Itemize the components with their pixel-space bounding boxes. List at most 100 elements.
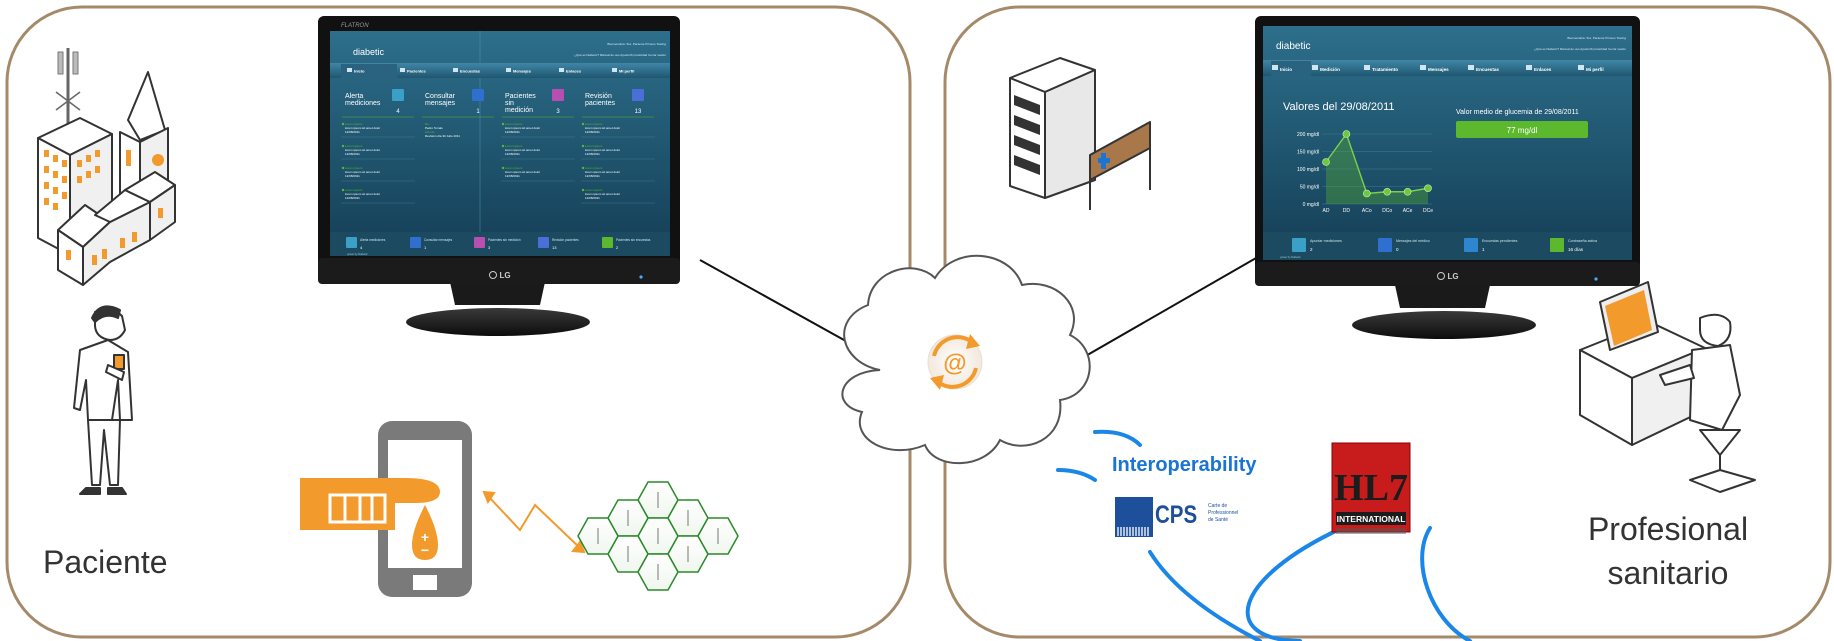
- right-tab-1[interactable]: Medición: [1320, 67, 1340, 72]
- chart-point-ACe: [1403, 187, 1412, 196]
- left-item-text: lorem ipsum sit amet dolor: [505, 148, 540, 152]
- cps-subtitle-2: Professionnel: [1208, 510, 1238, 516]
- left-item-title[interactable]: Lorem ipsum: [585, 188, 603, 192]
- left-card-title: Alerta: [345, 93, 363, 100]
- left-logo: diabetic: [353, 47, 385, 57]
- left-tab-0[interactable]: Inicio: [354, 69, 365, 74]
- left-tab-4[interactable]: Enlaces: [566, 69, 582, 74]
- cloud-icon: @: [841, 254, 1091, 465]
- right-footer-label[interactable]: Contraseña activa: [1568, 239, 1597, 243]
- left-item-date: 12/08/2011: [585, 130, 600, 134]
- chart-point-AD: [1322, 158, 1330, 166]
- left-item-title[interactable]: Lorem ipsum: [505, 122, 523, 126]
- left-card-count: 1: [476, 109, 480, 115]
- left-item-bullet: [581, 188, 585, 192]
- cell-network-icon: [577, 481, 739, 591]
- left-card-title: medición: [505, 107, 533, 114]
- left-card-icon: [472, 89, 484, 101]
- left-item-date: 12/08/2011: [505, 174, 520, 178]
- right-footer-count: 0: [1396, 247, 1399, 252]
- left-item-text: lorem ipsum sit amet dolor: [585, 192, 620, 196]
- left-tab-icon: [453, 68, 458, 72]
- left-card-icon: [632, 89, 644, 101]
- doctor-at-computer-icon: [1579, 281, 1756, 493]
- cps-logo-text: CPS: [1155, 500, 1197, 528]
- left-item-title[interactable]: Lorem ipsum: [345, 166, 363, 170]
- right-logo: diabetic: [1276, 41, 1310, 52]
- left-item-title[interactable]: Lorem ipsum: [505, 144, 523, 148]
- left-card-count: 4: [396, 109, 400, 115]
- left-tab-1[interactable]: Pacientes: [407, 69, 426, 74]
- left-item-title[interactable]: Lorem ipsum: [585, 144, 603, 148]
- left-item-title[interactable]: Lorem ipsum: [345, 122, 363, 126]
- right-footer-label[interactable]: Mensajes del médico: [1396, 239, 1430, 243]
- left-item-bullet: [581, 122, 585, 126]
- chart-xtick: DCe: [1423, 208, 1433, 214]
- chart-xtick: ACo: [1362, 208, 1372, 214]
- hl7-logo-subtitle: INTERNATIONAL: [1337, 514, 1406, 524]
- right-tab-3[interactable]: Mensajes: [1428, 67, 1449, 72]
- right-footer-label[interactable]: Apuntar mediciones: [1310, 239, 1342, 243]
- right-footer-icon: [1378, 238, 1392, 252]
- left-msg-text: Revisión día 30 Julio 2011: [425, 134, 460, 138]
- left-footer-label[interactable]: Pacientes sin encuestas: [616, 238, 651, 242]
- right-monitor-link: [1069, 249, 1271, 366]
- left-tab-5[interactable]: Mi perfil: [619, 69, 634, 74]
- avg-glucose-value: 77 mg/dl: [1507, 126, 1538, 135]
- left-card-count: 3: [556, 109, 560, 115]
- left-footer-icon: [346, 237, 357, 248]
- left-tab-2[interactable]: Encuestas: [460, 69, 481, 74]
- left-footer-icon: [602, 237, 613, 248]
- left-footer-label[interactable]: Pacientes sin medición: [488, 238, 521, 242]
- patient-label: Paciente: [43, 544, 168, 580]
- right-tab-2[interactable]: Tratamiento: [1372, 67, 1398, 72]
- left-monitor-topbar: FLATRON: [341, 23, 369, 29]
- chart-ytick: 50 mg/dl: [1300, 185, 1319, 191]
- left-footer-label[interactable]: Revisión pacientes: [552, 238, 579, 242]
- left-msg-name: Pedro Tomás: [425, 126, 443, 130]
- left-card-title: sin: [505, 100, 514, 107]
- right-tab-icon: [1526, 65, 1532, 70]
- left-footer-label[interactable]: Alerta mediciones: [360, 238, 386, 242]
- left-item-title[interactable]: Lorem ipsum: [585, 166, 603, 170]
- right-footer-count: 1: [1482, 247, 1485, 252]
- chart-ytick: 100 mg/dl: [1297, 167, 1319, 173]
- left-item-text: lorem ipsum sit amet dolor: [585, 170, 620, 174]
- right-footer-label[interactable]: Encuestas pendientes: [1482, 239, 1518, 243]
- right-tab-4[interactable]: Encuestas: [1476, 67, 1499, 72]
- left-item-date: 12/08/2011: [585, 196, 600, 200]
- left-item-bullet: [341, 188, 345, 192]
- hospital-building-icon: [1009, 57, 1151, 210]
- right-powered-by: power by Diabetic: [1280, 255, 1301, 259]
- right-tab-5[interactable]: Enlaces: [1534, 67, 1552, 72]
- left-footer-icon: [410, 237, 421, 248]
- chart-ytick: 150 mg/dl: [1297, 150, 1319, 156]
- avg-glucose-label: Valor medio de glucemia de 29/08/2011: [1456, 109, 1579, 116]
- left-tab-icon: [400, 68, 405, 72]
- left-item-date: 12/08/2011: [345, 130, 360, 134]
- chart-area: [1326, 134, 1428, 204]
- right-footer-icon: [1550, 238, 1564, 252]
- left-footer-label[interactable]: Consultar mensajes: [424, 238, 453, 242]
- left-item-date: 12/08/2011: [505, 130, 520, 134]
- left-item-text: lorem ipsum sit amet dolor: [585, 148, 620, 152]
- left-card-title: Pacientes: [505, 93, 536, 100]
- right-tab-icon: [1364, 65, 1370, 70]
- left-footer-count: 2: [616, 245, 619, 250]
- left-tab-3[interactable]: Mensajes: [513, 69, 532, 74]
- right-tab-0[interactable]: Inicio: [1280, 67, 1292, 72]
- left-item-title[interactable]: Lorem ipsum: [505, 166, 523, 170]
- left-item-title[interactable]: Lorem ipsum: [345, 144, 363, 148]
- right-header-links: ¿Qué es Diabetic? Manual de uso Ayuda Mi…: [1534, 47, 1626, 51]
- svg-text:−: −: [421, 542, 429, 558]
- right-tab-6[interactable]: Mi perfil: [1586, 67, 1604, 72]
- glucometer-phone-icon: + −: [300, 421, 472, 597]
- sync-arrow-top: [932, 335, 974, 357]
- chart-point-DCo: [1383, 187, 1391, 196]
- left-card-title: pacientes: [585, 100, 615, 107]
- right-monitor: LG diabetic Bienvenido/a: Sra. Paciente …: [1255, 16, 1640, 339]
- left-footer-icon: [538, 237, 549, 248]
- left-item-title[interactable]: Lorem ipsum: [345, 188, 363, 192]
- left-item-bullet: [501, 144, 505, 148]
- left-item-title[interactable]: Lorem ipsum: [585, 122, 603, 126]
